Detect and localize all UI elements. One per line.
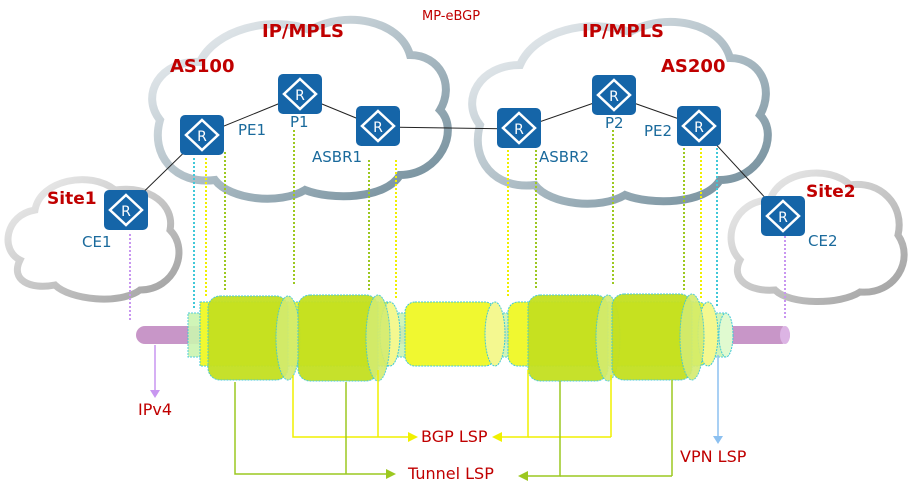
svg-text:R: R	[197, 129, 207, 145]
legend-tunnel-lsp: Tunnel LSP	[408, 464, 494, 483]
router-icon: R	[501, 111, 537, 145]
tunnel-callout-right	[528, 381, 561, 477]
router-icon: R	[360, 109, 396, 143]
router-label-p1: P1	[290, 113, 309, 131]
site2-label: Site2	[806, 182, 856, 202]
router-icon: R	[681, 109, 717, 143]
site1-label: Site1	[47, 189, 97, 209]
router-pe2: R	[677, 106, 721, 146]
router-ce2: R	[761, 196, 805, 236]
bgp-callout-right	[502, 370, 529, 438]
router-asbr1: R	[356, 106, 400, 146]
router-icon: R	[184, 118, 220, 152]
legend-bgp-lsp: BGP LSP	[421, 427, 488, 446]
router-icon: R	[765, 199, 801, 233]
bgp-callout-left	[292, 375, 410, 438]
as100-label: AS100	[170, 56, 235, 77]
as200-cloud-title: IP/MPLS	[582, 21, 665, 42]
mp-ebgp-label: MP-eBGP	[422, 9, 481, 24]
svg-text:R: R	[778, 210, 788, 226]
svg-text:R: R	[514, 122, 524, 138]
router-label-p2: P2	[605, 114, 624, 132]
router-icon: R	[108, 193, 144, 227]
router-label-ce2: CE2	[808, 232, 838, 250]
svg-text:R: R	[609, 89, 619, 105]
router-p2: R	[592, 75, 636, 115]
tunnel-lsp-tubes	[207, 293, 705, 382]
svg-text:R: R	[373, 120, 383, 136]
router-asbr2: R	[497, 108, 541, 148]
router-label-pe2: PE2	[644, 122, 673, 140]
router-label-ce1: CE1	[82, 233, 112, 251]
svg-text:R: R	[694, 120, 704, 136]
link-asbr1-asbr2	[377, 126, 520, 130]
router-label-asbr2: ASBR2	[539, 148, 590, 166]
as200-label: AS200	[661, 56, 726, 77]
router-icon: R	[282, 77, 318, 111]
router-icon: R	[596, 78, 632, 112]
callout-lines	[150, 345, 723, 481]
router-ce1: R	[104, 190, 148, 230]
as100-cloud-title: IP/MPLS	[262, 21, 345, 42]
router-label-asbr1: ASBR1	[312, 148, 363, 166]
legend-ipv4: IPv4	[138, 400, 173, 419]
svg-text:R: R	[121, 204, 131, 220]
legend-vpn-lsp: VPN LSP	[680, 447, 747, 466]
router-pe1: R	[180, 115, 224, 155]
router-label-pe1: PE1	[238, 121, 267, 139]
svg-text:R: R	[295, 88, 305, 104]
drop-lines	[129, 130, 786, 320]
tunnel-callout-left	[234, 382, 388, 475]
router-p1: R	[278, 74, 322, 114]
